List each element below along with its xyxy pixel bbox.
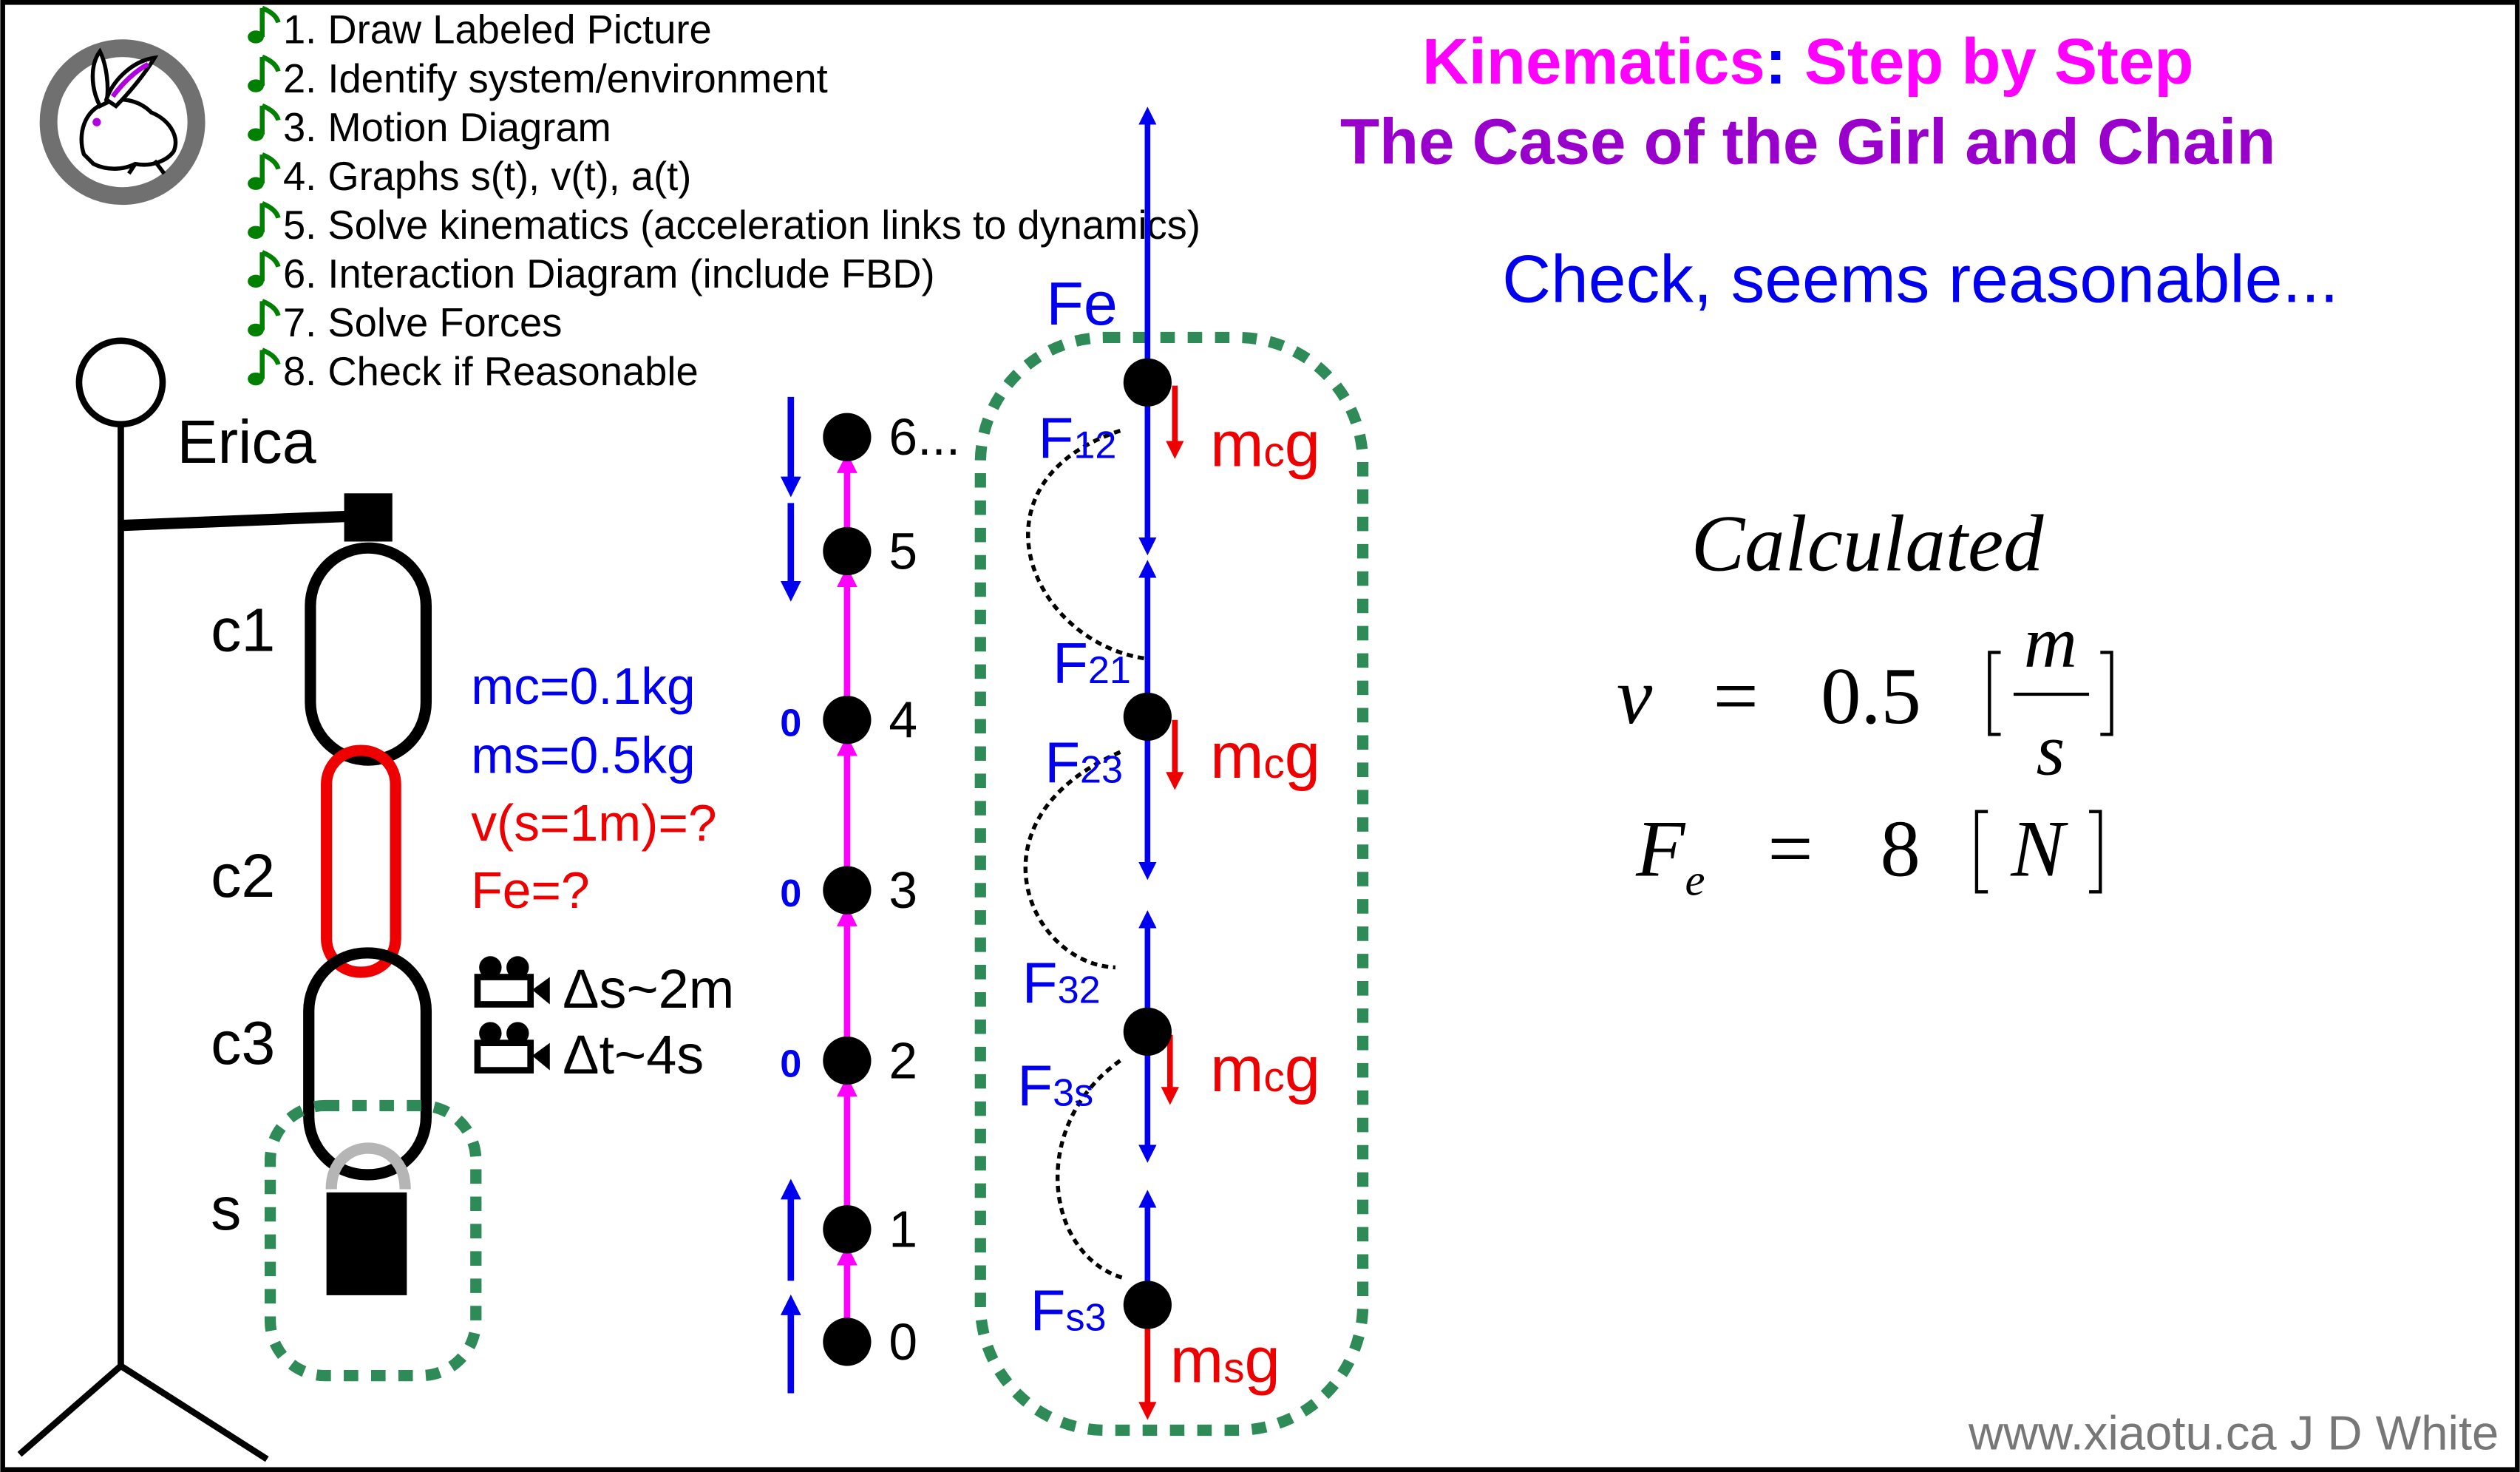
person-label: Erica: [177, 407, 316, 476]
label-f32: F32: [1022, 950, 1101, 1015]
unknown-fe: Fe=?: [471, 861, 589, 919]
motion-point: [823, 1205, 872, 1254]
music-note-icon: [248, 250, 281, 288]
label-weight-c3: mcg: [1210, 1034, 1320, 1105]
label-s: s: [211, 1174, 241, 1243]
stick-figure-erica: [17, 337, 393, 1462]
step-item: 4. Graphs s(t), v(t), a(t): [283, 154, 691, 199]
motion-point: [823, 866, 872, 915]
motion-point-label: 6...: [889, 408, 960, 466]
delta-t: Δt~4s: [563, 1024, 704, 1085]
results-heading: Calculated: [1691, 499, 2044, 589]
camera-icon: [474, 1022, 550, 1074]
label-c3: c3: [211, 1008, 275, 1077]
zero-velocity-marker: 0: [780, 702, 801, 745]
free-body-diagram: Fe F12 F21 F23 F32 F3s Fs3 mcg mcg mcg m…: [974, 106, 1369, 1437]
interaction-link-c2-c3: [1023, 750, 1121, 970]
music-note-icon: [248, 152, 281, 190]
particle-c2: [1123, 692, 1172, 742]
motion-point-label: 0: [889, 1313, 917, 1371]
label-weight-c1: mcg: [1210, 408, 1320, 480]
particle-c1: [1123, 358, 1172, 407]
v-equals: =: [1713, 651, 1758, 741]
label-fe: Fe: [1046, 269, 1117, 338]
calculated-results: Calculated v = 0.5 m s Fe = 8 N: [1617, 499, 2113, 906]
fe-symbol: Fe: [1635, 804, 1705, 906]
fe-unit-bracket-right: [2089, 810, 2102, 894]
chain-link-c1: [305, 542, 432, 766]
check-text: Check, seems reasonable...: [1502, 242, 2338, 317]
v-unit-bracket-left: [1988, 651, 2001, 736]
step-item: 6. Interaction Diagram (include FBD): [283, 251, 935, 296]
v-unit-denominator: s: [2036, 709, 2065, 791]
motion-diagram: 0 1 2 0 3 0 4 0 5 6...: [780, 396, 960, 1394]
interaction-link-c1-c2: [1026, 428, 1148, 661]
fe-unit: N: [2010, 804, 2068, 894]
motion-point: [823, 1317, 872, 1366]
zero-velocity-marker: 0: [780, 872, 801, 915]
motion-point-label: 4: [889, 691, 917, 749]
system-boundary-chain: [974, 331, 1369, 1437]
v-value: 0.5: [1821, 651, 1921, 741]
step-item: 3. Motion Diagram: [283, 105, 611, 150]
unknown-v: v(s=1m)=?: [471, 794, 716, 852]
label-f12: F12: [1039, 405, 1117, 470]
label-weight-c2: mcg: [1210, 720, 1320, 792]
given-mc: mc=0.1kg: [471, 657, 695, 715]
motion-point-label: 5: [889, 522, 917, 580]
given-ms: ms=0.5kg: [471, 726, 695, 784]
page-subtitle: The Case of the Girl and Chain: [1340, 106, 2276, 178]
particle-c3: [1123, 1007, 1172, 1056]
zero-velocity-marker: 0: [780, 1042, 801, 1085]
music-note-icon: [248, 54, 281, 92]
padlock-body: [326, 1192, 407, 1295]
chain-link-c3: [303, 947, 432, 1181]
fe-unit-bracket-left: [1974, 810, 1989, 894]
step-item: 5. Solve kinematics (acceleration links …: [283, 203, 1200, 248]
particle-s: [1123, 1281, 1172, 1329]
footer-credit: www.xiaotu.ca J D White: [1968, 1406, 2499, 1460]
step-item: 2. Identify system/environment: [283, 56, 828, 101]
v-symbol: v: [1617, 651, 1653, 741]
motion-point-label: 2: [889, 1031, 917, 1089]
label-fs3: Fs3: [1030, 1278, 1107, 1343]
camera-icon: [474, 956, 550, 1008]
motion-point: [823, 696, 872, 745]
label-f23: F23: [1045, 730, 1123, 796]
label-f21: F21: [1053, 631, 1131, 696]
system-boundary-s: [264, 1099, 482, 1382]
label-c2: c2: [211, 841, 275, 910]
delta-s: Δs~2m: [563, 958, 734, 1020]
motion-point-label: 3: [889, 861, 917, 919]
label-c1: c1: [211, 595, 275, 664]
fe-equals: =: [1767, 804, 1813, 894]
padlock-shackle: [325, 1142, 411, 1190]
music-note-icon: [248, 347, 281, 386]
v-unit-bracket-right: [2100, 651, 2113, 736]
motion-point-label: 1: [889, 1201, 917, 1258]
label-f3s: F3s: [1017, 1053, 1093, 1118]
chain-link-c2: [321, 745, 401, 978]
page-title: Kinematics: Step by Step: [1422, 26, 2194, 98]
step-item: 1. Draw Labeled Picture: [283, 7, 712, 52]
label-weight-s: msg: [1170, 1324, 1280, 1396]
motion-point: [823, 526, 872, 576]
fe-value: 8: [1881, 804, 1920, 894]
music-note-icon: [248, 103, 281, 141]
v-unit-numerator: m: [2024, 601, 2077, 683]
step-item: 8. Check if Reasonable: [283, 349, 699, 394]
step-item: 7. Solve Forces: [283, 300, 562, 345]
motion-point: [823, 413, 872, 461]
music-note-icon: [248, 299, 281, 337]
motion-point: [823, 1036, 872, 1085]
music-note-icon: [248, 5, 281, 44]
rabbit-logo-icon: [39, 39, 206, 206]
music-note-icon: [248, 201, 281, 239]
